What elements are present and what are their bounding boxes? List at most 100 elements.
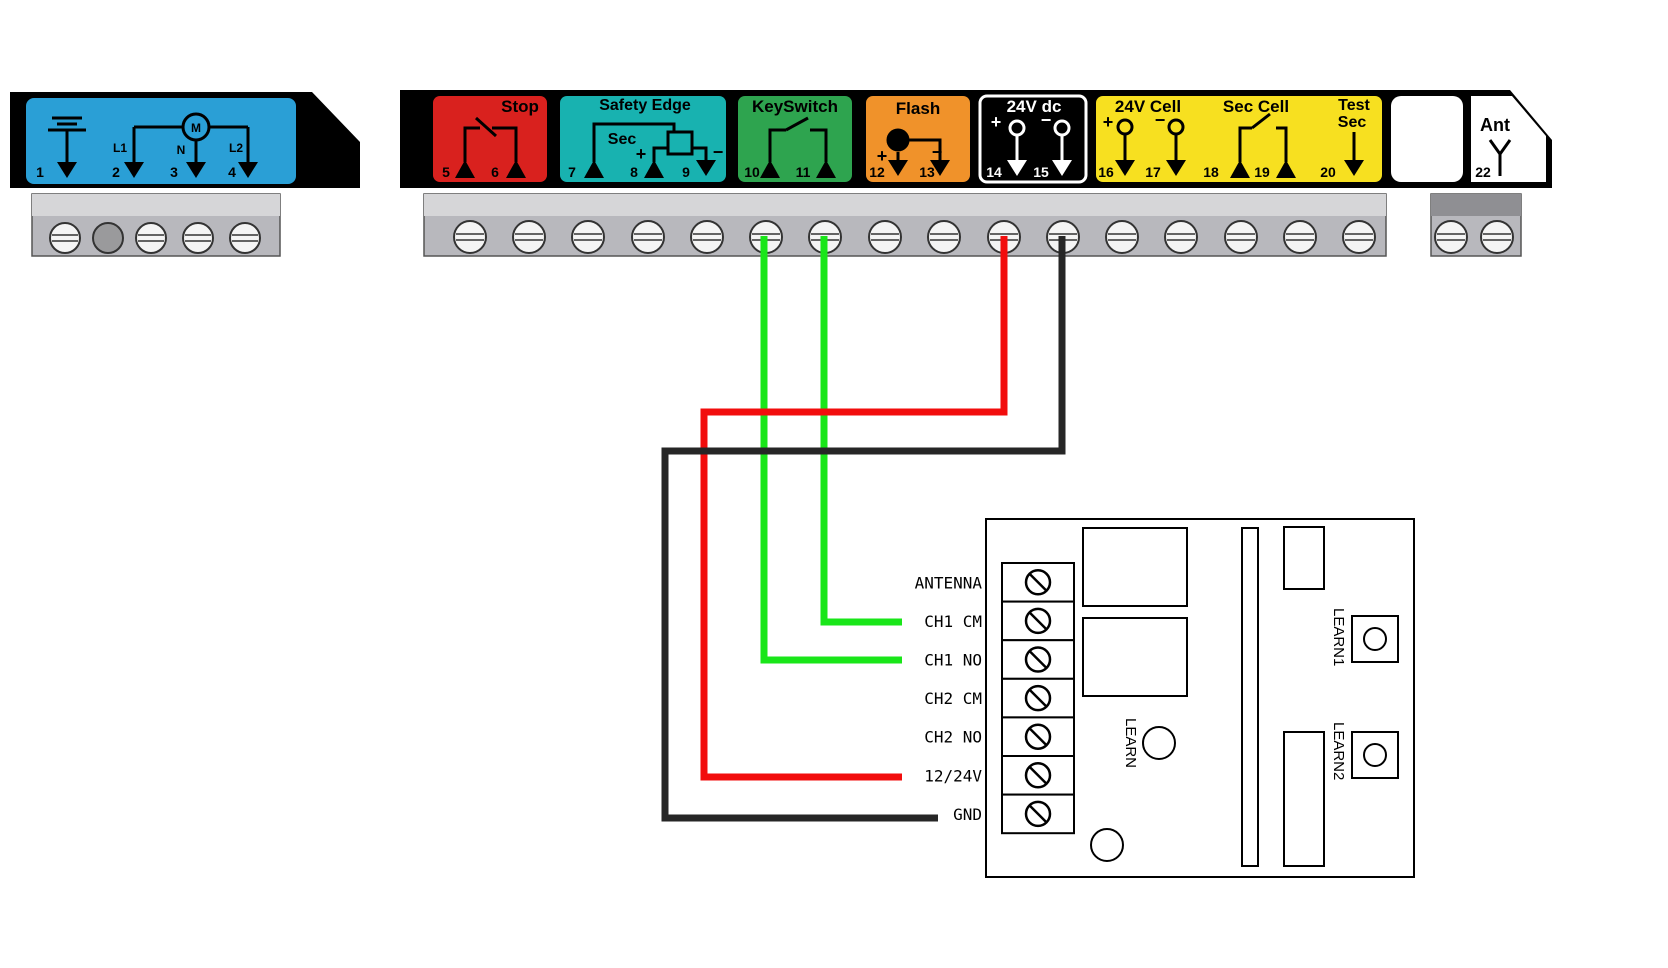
pin-number: 19 <box>1254 164 1270 180</box>
learn1-button-knob[interactable] <box>1363 627 1387 651</box>
pin-number: 10 <box>744 164 760 180</box>
learn1-button[interactable] <box>1351 615 1399 663</box>
terminal-screw <box>1024 646 1052 673</box>
pin-arrow-icon <box>1052 160 1072 176</box>
component-block <box>1283 526 1325 590</box>
status-led <box>1090 828 1124 862</box>
screw-slot <box>1029 573 1047 592</box>
terminal-screw <box>1024 684 1052 712</box>
terminal-screw <box>1434 220 1468 254</box>
sec-cell-label: Sec Cell <box>1223 97 1289 116</box>
screw-slot <box>1029 766 1047 785</box>
pin-arrow-icon <box>1230 160 1250 178</box>
stop-panel <box>433 96 547 182</box>
pin-number: 20 <box>1320 164 1336 180</box>
pin-arrow-icon <box>1344 160 1364 176</box>
stop-label: Stop <box>501 97 539 116</box>
blank-screw <box>92 222 124 254</box>
dc-output-icon <box>1008 119 1071 162</box>
motor-label: M <box>191 121 201 135</box>
pin-arrow-icon <box>816 160 836 178</box>
keyswitch-panel <box>738 96 852 182</box>
screw-slot <box>1029 650 1047 669</box>
wire-red-power <box>700 236 1008 781</box>
pin-number: 6 <box>491 164 499 180</box>
wire-black-ground <box>661 236 1066 822</box>
pin-number: 12 <box>869 164 885 180</box>
receiver-terminal-label: 12/24V <box>924 766 982 785</box>
screw-slot <box>1029 727 1047 746</box>
terminal-screw <box>1224 220 1258 254</box>
pin-arrow-icon <box>186 162 206 178</box>
receiver-terminal-label: CH1 NO <box>924 651 982 670</box>
pin-number: 8 <box>630 164 638 180</box>
terminal-screw <box>1024 762 1052 789</box>
pin-number: 22 <box>1475 164 1491 180</box>
motor-icon <box>132 112 250 164</box>
safety-edge-label: Safety Edge <box>599 97 691 114</box>
terminal-screw <box>1024 607 1052 635</box>
pin-number: 18 <box>1203 164 1219 180</box>
terminal-screw <box>453 220 487 254</box>
pin-arrow-icon <box>455 160 475 178</box>
minus-sign: − <box>1041 110 1052 130</box>
wires <box>661 236 1066 822</box>
pin-number: 4 <box>228 164 236 180</box>
pin-arrow-icon <box>584 160 604 178</box>
learn-led <box>1142 726 1176 760</box>
receiver-terminal-label: GND <box>953 805 982 824</box>
terminal-screw <box>229 222 261 254</box>
pin-arrow-icon <box>760 160 780 178</box>
sec-label: Sec <box>608 131 637 148</box>
pin-arrow-icon <box>506 160 526 178</box>
flash-label: Flash <box>896 99 940 118</box>
wire-green-ch1-no <box>760 236 902 664</box>
terminal-screw <box>1024 723 1052 750</box>
learn-label: LEARN <box>1122 718 1139 768</box>
pin-number: 3 <box>170 164 178 180</box>
learn2-button-knob[interactable] <box>1363 743 1387 767</box>
minus-sign: − <box>932 142 943 162</box>
strip-highlight <box>424 194 1386 216</box>
learn2-button[interactable] <box>1351 731 1399 779</box>
earth-icon <box>48 116 86 164</box>
terminal-screw <box>1164 220 1198 254</box>
learn1-label: LEARN1 <box>1330 608 1347 666</box>
terminal-screw <box>631 220 665 254</box>
pin-arrow-icon <box>888 160 908 176</box>
pin-number: 16 <box>1098 164 1114 180</box>
terminal-screw <box>690 220 724 254</box>
pin-number: 15 <box>1033 164 1049 180</box>
pin-number: 1 <box>36 164 44 180</box>
pin-arrow-icon <box>696 160 716 176</box>
keyswitch-label: KeySwitch <box>752 97 838 116</box>
terminal-screw <box>1480 220 1514 254</box>
terminal-screw <box>135 222 167 254</box>
relay-1 <box>1082 527 1188 607</box>
pin-number: 2 <box>112 164 120 180</box>
l1-label: L1 <box>113 141 127 155</box>
motor-panel <box>26 98 296 184</box>
terminal-screw <box>927 220 961 254</box>
pin-arrow-icon <box>124 162 144 178</box>
pin-number: 9 <box>682 164 690 180</box>
strip-highlight <box>32 194 280 216</box>
pin-number: 13 <box>919 164 935 180</box>
receiver-terminal-label: CH1 CM <box>924 612 982 631</box>
pin-number: 17 <box>1145 164 1161 180</box>
safety-edge-panel <box>560 96 726 182</box>
test-sec-label-2: Sec <box>1338 114 1367 131</box>
cell-icon <box>1116 112 1356 162</box>
screw-slot <box>1029 612 1047 630</box>
terminal-screw <box>512 220 546 254</box>
plus-sign: + <box>877 146 888 166</box>
terminal-screw <box>571 220 605 254</box>
screw-slot <box>1029 689 1047 707</box>
terminal-screw <box>1105 220 1139 254</box>
blank-panel <box>1391 96 1463 182</box>
terminal-screw <box>49 222 81 254</box>
pin-arrow-icon <box>1007 160 1027 176</box>
pin-arrow-icon <box>57 162 77 178</box>
